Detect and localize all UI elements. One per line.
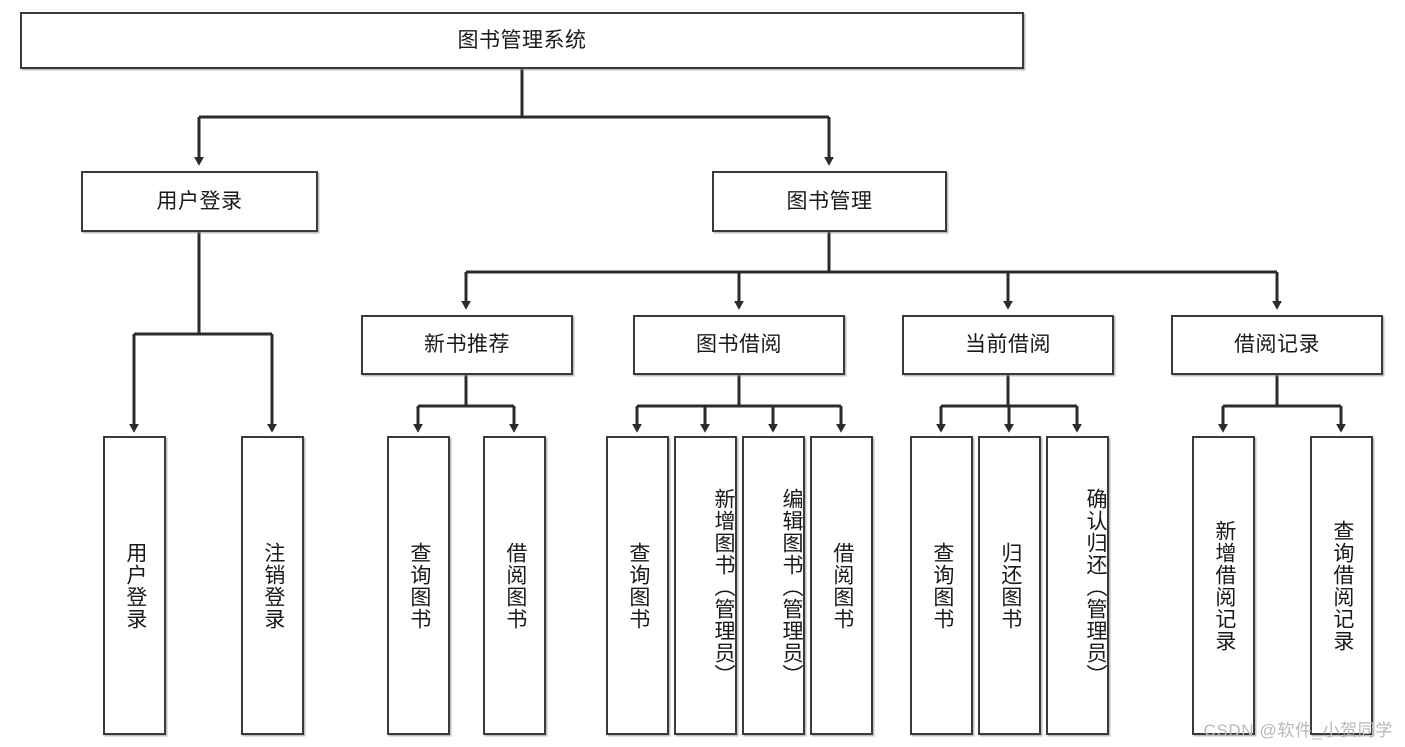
node-leaf-edit-book-label: 编辑图书（管理员）	[780, 487, 803, 686]
node-leaf-confirm-return-label: 确认归还（管理员）	[1084, 487, 1107, 686]
node-new-book-recommend[interactable]: 新书推荐	[361, 315, 573, 375]
node-leaf-user-login-label: 用户登录	[123, 541, 147, 630]
node-leaf-return-book-label: 归还图书	[998, 541, 1022, 630]
node-root-label: 图书管理系统	[457, 28, 587, 52]
node-leaf-query-record-label: 查询借阅记录	[1330, 519, 1354, 652]
node-leaf-query-book-2-label: 查询图书	[626, 541, 650, 630]
node-borrow-record-label: 借阅记录	[1234, 333, 1320, 357]
node-book-borrow-label: 图书借阅	[696, 333, 782, 357]
node-leaf-add-book[interactable]: 新增图书（管理员）	[674, 436, 737, 735]
node-leaf-user-logout[interactable]: 注销登录	[241, 436, 304, 735]
node-leaf-query-book-2[interactable]: 查询图书	[606, 436, 669, 735]
node-leaf-borrow-book-1-label: 借阅图书	[503, 541, 527, 630]
node-leaf-query-book-3[interactable]: 查询图书	[910, 436, 973, 735]
node-leaf-confirm-return[interactable]: 确认归还（管理员）	[1046, 436, 1109, 735]
node-root[interactable]: 图书管理系统	[20, 12, 1024, 69]
node-leaf-borrow-book-2[interactable]: 借阅图书	[810, 436, 873, 735]
node-current-borrow-label: 当前借阅	[965, 333, 1051, 357]
node-book-management[interactable]: 图书管理	[712, 171, 947, 232]
node-leaf-query-record[interactable]: 查询借阅记录	[1310, 436, 1373, 735]
node-leaf-borrow-book-1[interactable]: 借阅图书	[483, 436, 546, 735]
node-book-borrow[interactable]: 图书借阅	[633, 315, 845, 375]
node-leaf-query-book-1[interactable]: 查询图书	[387, 436, 450, 735]
node-leaf-user-login[interactable]: 用户登录	[103, 436, 166, 735]
node-leaf-user-logout-label: 注销登录	[261, 541, 285, 630]
node-leaf-add-record-label: 新增借阅记录	[1212, 519, 1236, 652]
node-current-borrow[interactable]: 当前借阅	[902, 315, 1114, 375]
node-leaf-query-book-1-label: 查询图书	[407, 541, 431, 630]
node-leaf-borrow-book-2-label: 借阅图书	[830, 541, 854, 630]
node-leaf-add-record[interactable]: 新增借阅记录	[1192, 436, 1255, 735]
watermark-text: CSDN @软件_小贺同学	[1203, 721, 1393, 740]
node-user-login[interactable]: 用户登录	[81, 171, 318, 232]
node-leaf-return-book[interactable]: 归还图书	[978, 436, 1041, 735]
node-user-login-label: 用户登录	[156, 189, 243, 213]
node-borrow-record[interactable]: 借阅记录	[1171, 315, 1383, 375]
node-leaf-add-book-label: 新增图书（管理员）	[712, 487, 735, 686]
node-book-management-label: 图书管理	[786, 189, 873, 213]
node-leaf-query-book-3-label: 查询图书	[930, 541, 954, 630]
node-new-book-recommend-label: 新书推荐	[424, 333, 510, 357]
node-leaf-edit-book[interactable]: 编辑图书（管理员）	[742, 436, 805, 735]
